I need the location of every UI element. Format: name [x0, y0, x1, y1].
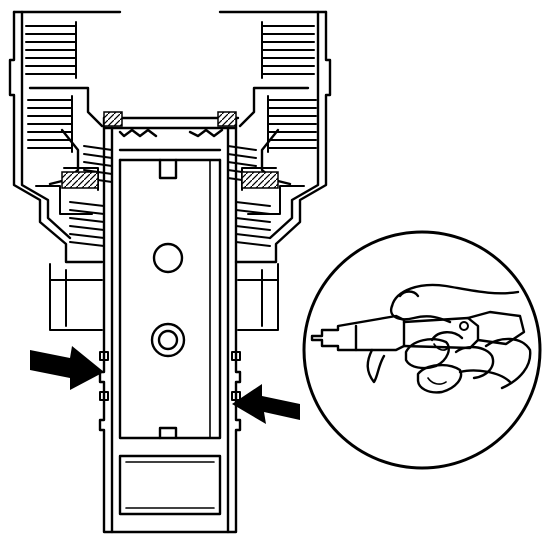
return-spring-right-lower: [235, 201, 271, 247]
return-spring-right-upper: [227, 145, 257, 183]
hatched-sections: [61, 111, 279, 189]
hub-collar-left: [49, 263, 103, 331]
clutch-plates-right-upper: [261, 21, 315, 79]
seal-rings: [99, 351, 241, 401]
arrow-right-callout: [232, 384, 300, 424]
central-hub: [98, 116, 242, 534]
port-hole-lower-inner: [157, 329, 179, 351]
clutch-plates-left-upper: [25, 21, 77, 79]
hand-icon: [389, 283, 532, 394]
port-hole-lower: [150, 322, 186, 358]
return-spring-left-upper: [83, 145, 113, 183]
clutch-plates-right-lower: [267, 95, 317, 153]
air-gun-inset: [302, 230, 542, 470]
air-gun-icon: [310, 310, 526, 384]
outer-housing-left: [8, 10, 122, 264]
arrow-left-callout: [30, 346, 104, 390]
clutch-plates-left-lower: [27, 95, 73, 153]
return-spring-left-lower: [69, 201, 105, 247]
outer-housing-right: [218, 10, 332, 264]
inset-circle: [302, 230, 542, 470]
hub-collar-right: [237, 263, 279, 331]
port-hole-upper: [152, 242, 184, 274]
